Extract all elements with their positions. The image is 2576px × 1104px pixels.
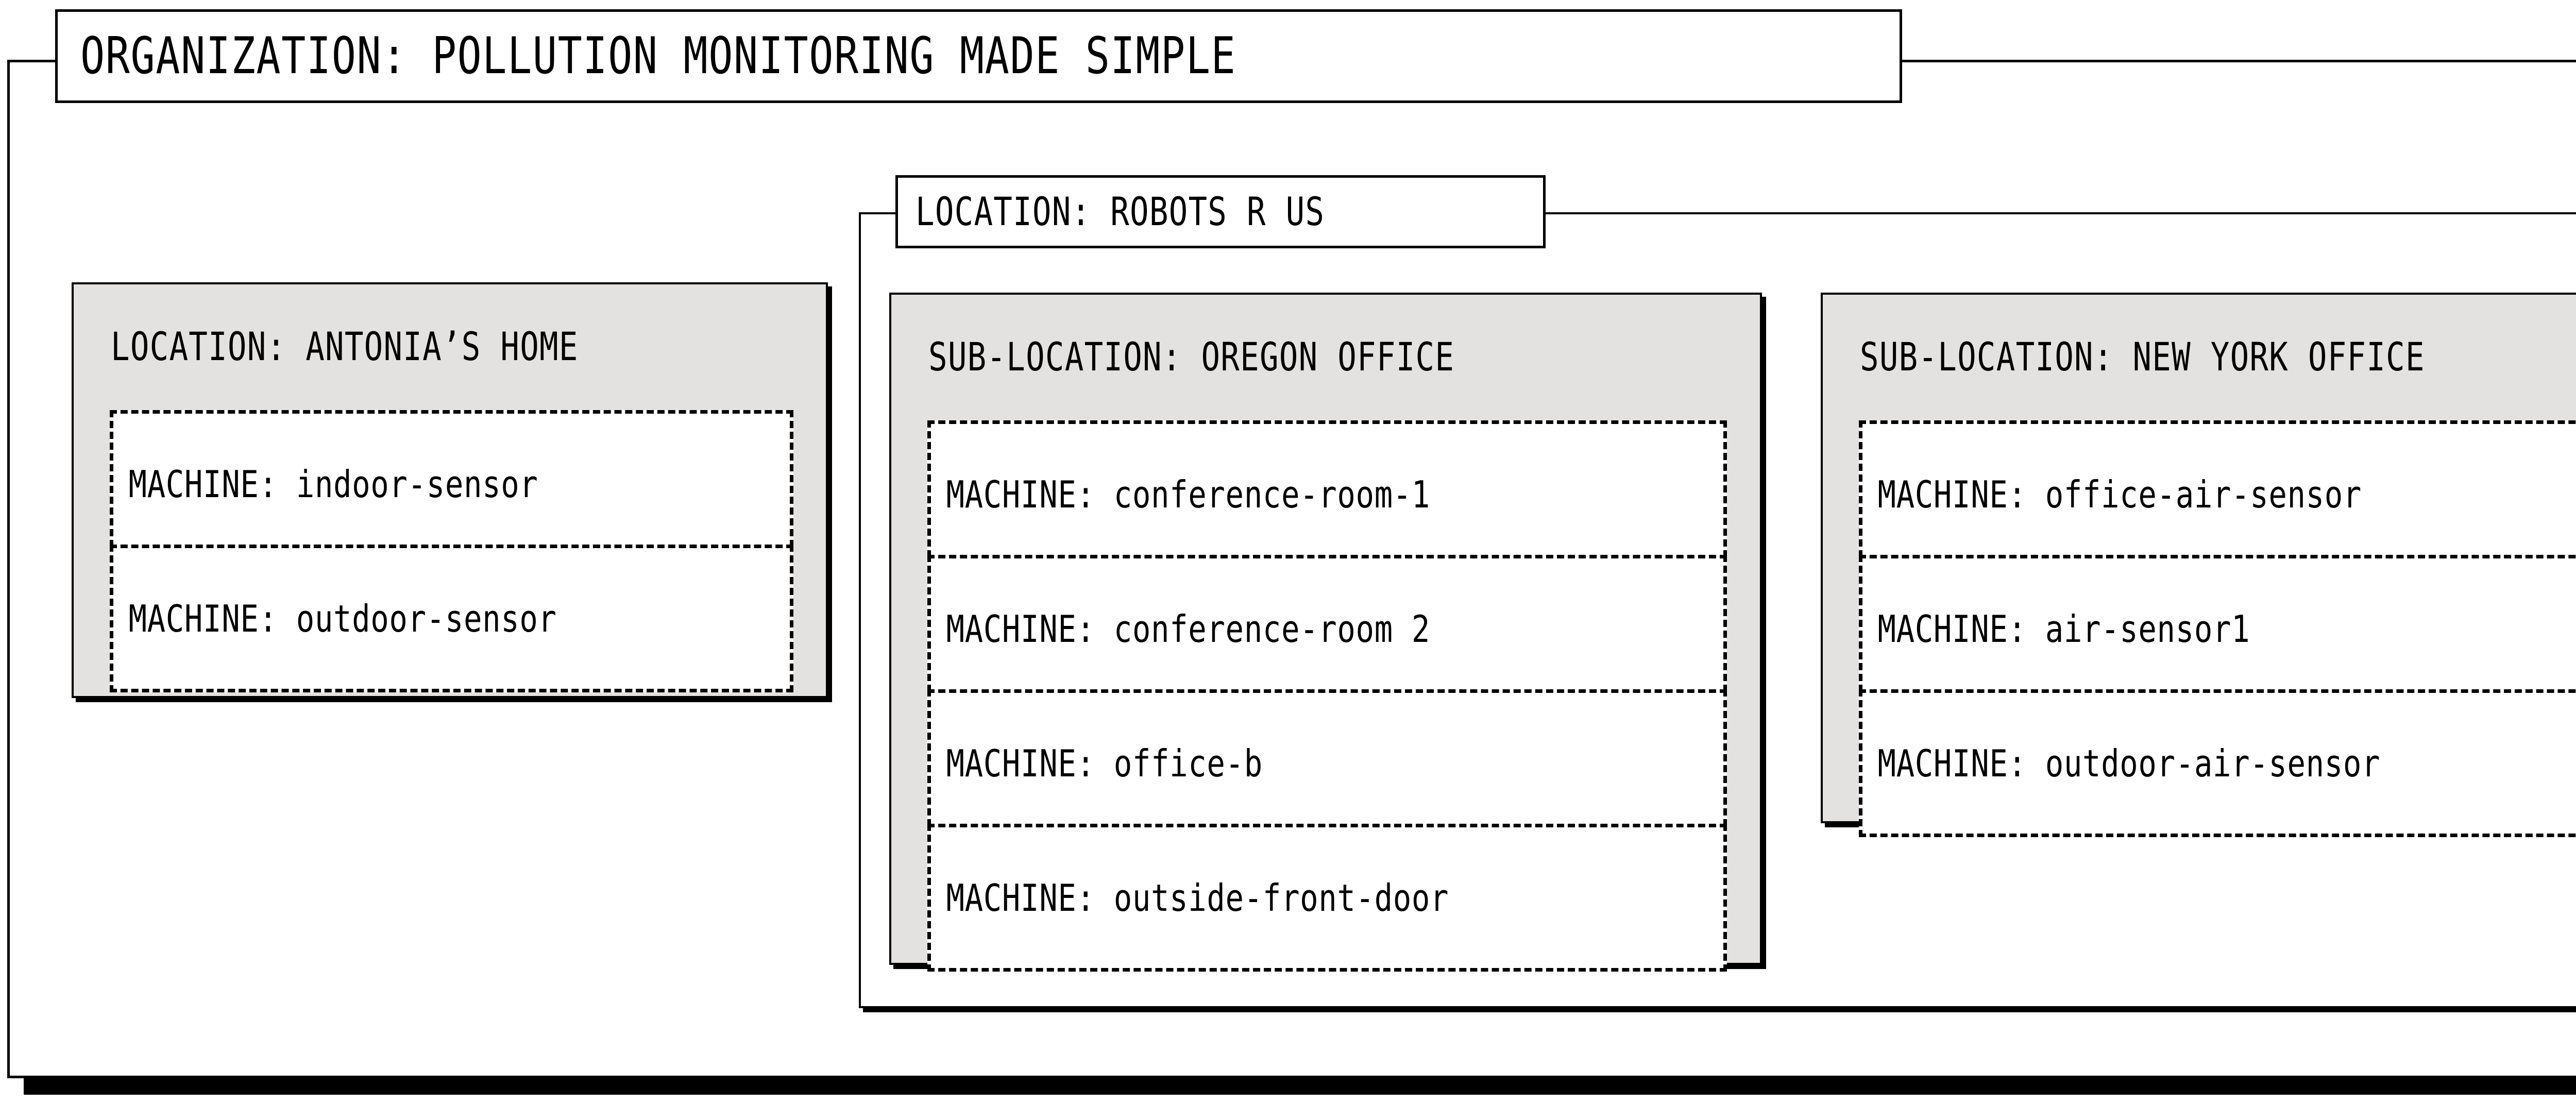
machine-box[interactable]: MACHINE: outdoor-sensor (110, 545, 793, 692)
sub-location-title-oregon-office: SUB-LOCATION: OREGON OFFICE (928, 334, 1455, 380)
organization-title-plate: ORGANIZATION: POLLUTION MONITORING MADE … (55, 9, 1902, 103)
sub-location-title-new-york-office: SUB-LOCATION: NEW YORK OFFICE (1860, 334, 2425, 380)
machine-box[interactable]: MACHINE: office-air-sensor (1859, 420, 2576, 568)
organization-title: ORGANIZATION: POLLUTION MONITORING MADE … (80, 27, 1236, 86)
machine-label: MACHINE: outdoor-air-sensor (1877, 741, 2381, 785)
machine-label: MACHINE: outdoor-sensor (128, 597, 557, 640)
machine-box[interactable]: MACHINE: conference-room-1 (927, 420, 1727, 568)
machine-label: MACHINE: air-sensor1 (1877, 607, 2250, 651)
machine-box[interactable]: MACHINE: air-sensor1 (1859, 555, 2576, 703)
machine-box[interactable]: MACHINE: indoor-sensor (110, 410, 793, 558)
machine-label: MACHINE: outside-front-door (946, 876, 1449, 920)
location-title-plate-robots-r-us: LOCATION: ROBOTS R US (895, 175, 1546, 248)
location-title-antonias-home: LOCATION: ANTONIA’S HOME (111, 324, 579, 369)
machine-label: MACHINE: conference-room-1 (946, 472, 1431, 516)
machine-label: MACHINE: office-b (946, 741, 1263, 785)
machine-box[interactable]: MACHINE: office-b (927, 689, 1727, 837)
machine-box[interactable]: MACHINE: outdoor-air-sensor (1859, 689, 2576, 837)
machine-label: MACHINE: indoor-sensor (128, 462, 538, 506)
machine-box[interactable]: MACHINE: conference-room 2 (927, 555, 1727, 703)
machine-label: MACHINE: conference-room 2 (946, 607, 1431, 651)
machine-box[interactable]: MACHINE: outside-front-door (927, 824, 1727, 972)
machine-label: MACHINE: office-air-sensor (1877, 472, 2362, 516)
location-title-robots-r-us: LOCATION: ROBOTS R US (916, 189, 1325, 234)
